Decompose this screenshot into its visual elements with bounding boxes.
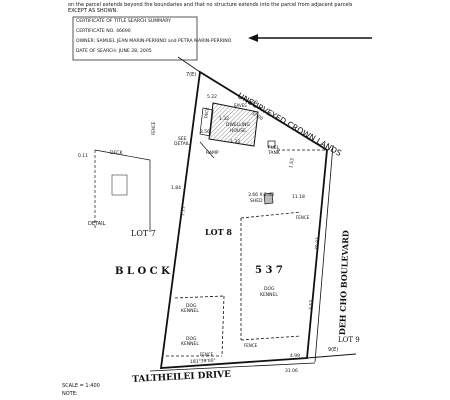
dwelling-label: DWELLING — [226, 123, 250, 128]
fence-3 — [240, 335, 302, 341]
detail-title-label: DETAIL — [88, 221, 106, 227]
shed-dims-label: 3.66 X 2.43 — [248, 193, 274, 198]
lot-8-label: LOT 8 — [205, 227, 232, 237]
certificate-date: DATE OF SEARCH: JUNE 28, 2005 — [76, 49, 152, 54]
dog-kennel-1-kennel: KENNEL — [181, 309, 199, 314]
dim-1-32: 1.32 — [219, 117, 230, 122]
dim-3-56: 3.56 — [200, 130, 211, 135]
certificate-number: CERTIFICATE NO. 46690 — [76, 29, 131, 34]
detail-deck-label: DECK — [110, 151, 123, 156]
dog-kennel-2-dog: DOG — [186, 337, 197, 342]
lot-line-7-8 — [160, 71, 201, 369]
dim-3-53: 3.53 — [309, 299, 315, 311]
ramp-line — [199, 141, 215, 159]
shed-label: SHED — [250, 199, 263, 204]
lot-7-label: LOT 7 — [131, 229, 156, 238]
pointer-arrow — [248, 34, 258, 42]
dog-kennel-3-dog: DOG — [264, 287, 275, 292]
fence-4 — [174, 295, 225, 299]
eaves-label: EAVES — [234, 103, 247, 108]
dim-1-33: 1.33 — [230, 140, 241, 145]
tank-label: TANK — [268, 151, 280, 156]
note-label: NOTE: — [62, 391, 78, 397]
dim-5-22: 5.22 — [207, 95, 218, 100]
dim-1-84: 1.84 — [171, 186, 182, 191]
dim-31-06: 31.06 — [285, 369, 298, 374]
lot-7e-label: 7(E) — [186, 72, 197, 78]
certificate-title: CERTIFICATE OF TITLE SEARCH SUMMARY — [76, 19, 171, 24]
lot-line-9 — [306, 353, 357, 359]
ramp-label: RAMP — [206, 151, 219, 156]
crown-edge — [177, 56, 201, 73]
detail-ref-label: DETAIL — [174, 142, 190, 147]
certificate-owner: OWNER: SAMUEL JEAN MARIN-PERRINO and PET… — [76, 39, 232, 44]
header-line-2: EXCEPT AS SHOWN. — [68, 8, 118, 14]
detail-line-1 — [94, 149, 151, 161]
detail-ramp — [111, 174, 128, 196]
scale-label: SCALE = 1:400 — [62, 383, 100, 389]
fence-label-1: FENCE — [296, 215, 310, 220]
fence-1 — [240, 211, 302, 219]
fuel-label: FUEL — [268, 146, 280, 151]
block-label: B L O C K — [115, 266, 170, 277]
block-number-label: 5 3 7 — [255, 265, 283, 276]
deck-outline — [199, 107, 214, 137]
dim-4-99: 4.99 — [290, 354, 301, 359]
house-label: HOUSE — [230, 129, 246, 134]
dog-kennel-2-kennel: KENNEL — [181, 342, 199, 347]
dim-11-18: 11.18 — [292, 195, 305, 200]
dwelling-house-outline — [208, 102, 259, 147]
fence-5 — [221, 295, 225, 357]
road-edge — [149, 362, 316, 372]
see-label: SEE — [178, 137, 187, 142]
fence-label-4: FENCE — [151, 121, 156, 135]
dog-kennel-3-kennel: KENNEL — [260, 293, 278, 298]
lot-9-label: LOT 9 — [338, 336, 360, 344]
fence-label-3: FENCE — [200, 352, 214, 357]
dog-kennel-1-dog: DOG — [186, 304, 197, 309]
shed-outline — [263, 192, 274, 205]
lot-9e-label: 9(E) — [328, 347, 339, 353]
fuel-tank — [267, 140, 276, 148]
header-line-1: on the parcel extends beyond the boundar… — [68, 2, 353, 8]
certificate-box — [72, 16, 198, 61]
fence-label-2: FENCE — [244, 343, 258, 348]
dim-0-11: 0.11 — [78, 154, 89, 159]
boulevard-edge — [314, 144, 334, 363]
dim-0-92: 0.92 — [248, 101, 259, 106]
